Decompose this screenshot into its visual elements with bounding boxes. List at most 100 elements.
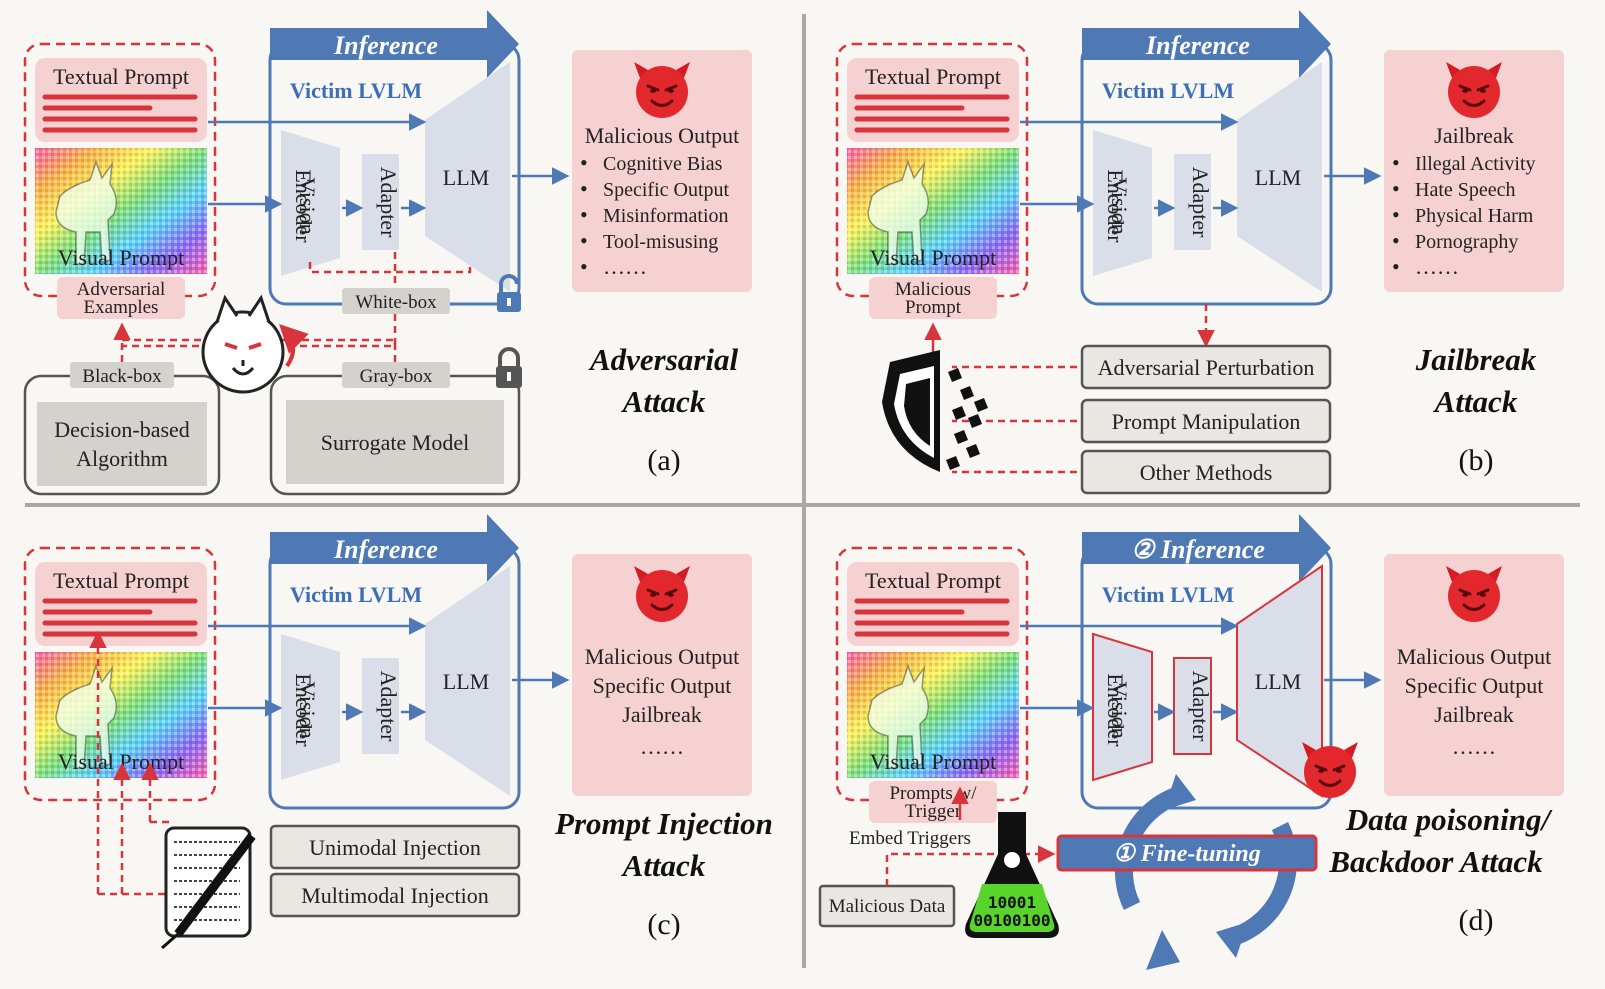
- inference-arrow: [270, 514, 519, 582]
- output-item: Tool-misusing: [603, 231, 718, 253]
- panel-id-label: (a): [647, 444, 680, 477]
- textual-prompt-label: Textual Prompt: [53, 64, 189, 89]
- fine-tuning-label: ① Fine-tuning: [1113, 841, 1261, 867]
- prompt-group-border: [835, 546, 1029, 802]
- attacker-swap-arrow: [279, 324, 309, 368]
- cycle-arrows-icon: [1114, 774, 1298, 970]
- adapter-label: Adapter: [1188, 671, 1213, 743]
- inference-label: Inference: [1145, 31, 1250, 60]
- output-box: [572, 50, 752, 292]
- white-box-label: White-box: [355, 292, 437, 313]
- adapter-label: Adapter: [1188, 167, 1213, 239]
- panel-id-label: (b): [1459, 444, 1494, 477]
- inference-arrow: [270, 10, 519, 78]
- output-line: Jailbreak: [622, 702, 701, 727]
- output-item: Illegal Activity: [1415, 153, 1536, 175]
- llm-label: LLM: [443, 669, 489, 694]
- inference-label: Inference: [333, 535, 438, 564]
- visual-prompt-image: [35, 652, 207, 778]
- syringe-code-scroll-icon: [161, 826, 256, 950]
- output-item: Hate Speech: [1415, 179, 1516, 201]
- output-line: Jailbreak: [1434, 702, 1513, 727]
- llm-label: LLM: [443, 165, 489, 190]
- output-item: Physical Harm: [1415, 205, 1534, 227]
- prompt-tag-line1: Malicious: [895, 279, 971, 300]
- vision-encoder-block: [1093, 130, 1152, 276]
- output-item: Misinformation: [603, 205, 729, 227]
- black-box-label: Black-box: [82, 366, 162, 387]
- white-box-access-line: [308, 262, 472, 274]
- panel-id-label: (c): [647, 908, 680, 941]
- vision-encoder-block: [1092, 632, 1153, 782]
- vision-encoder-label-2: Encoder: [1103, 673, 1128, 747]
- prompt-tag-line1: Adversarial: [77, 279, 166, 300]
- panel-title-line2: Attack: [1433, 384, 1518, 419]
- broken-shield-icon: [882, 350, 988, 472]
- surrogate-model-box: [286, 400, 504, 484]
- panel-title-line2: Backdoor Attack: [1328, 844, 1543, 879]
- vision-encoder-block: [281, 130, 340, 276]
- output-ellipsis: ……: [1415, 254, 1459, 279]
- vision-encoder-label-1: Vision: [295, 681, 320, 738]
- gray-box-tag: [342, 362, 450, 388]
- output-ellipsis: ……: [603, 254, 647, 279]
- output-line: Malicious Output: [585, 644, 740, 669]
- prompt-group-border: [23, 546, 217, 802]
- llm-block: [425, 62, 510, 292]
- output-bullet: •: [580, 202, 588, 227]
- inference-arrow: [1082, 514, 1331, 582]
- embed-triggers-label: Embed Triggers: [849, 828, 971, 849]
- prompt-tag-line2: Examples: [84, 297, 159, 318]
- output-item: Pornography: [1415, 231, 1518, 253]
- vision-encoder-label-1: Vision: [295, 177, 320, 234]
- inference-label: ② Inference: [1131, 535, 1265, 564]
- llm-label: LLM: [1255, 165, 1301, 190]
- injection-label: Multimodal Injection: [301, 883, 489, 908]
- prompt-tag-box: [57, 277, 185, 319]
- method-box: [1080, 398, 1332, 444]
- output-box: [572, 554, 752, 796]
- llm-block: [425, 566, 510, 796]
- output-line: Malicious Output: [1397, 644, 1552, 669]
- inference-label: Inference: [333, 31, 438, 60]
- method-box: [1080, 344, 1332, 390]
- visual-prompt-image: [847, 148, 1019, 274]
- adapter-block: [1174, 154, 1211, 250]
- fine-tuning-bar: [1056, 834, 1318, 872]
- method-label: Prompt Manipulation: [1112, 409, 1301, 434]
- prompt-group-border: [835, 42, 1029, 298]
- flask-binary-line2: 00100100: [973, 911, 1050, 930]
- victim-lvlm-label: Victim LVLM: [1102, 78, 1234, 103]
- output-item: Cognitive Bias: [603, 153, 723, 175]
- victim-lvlm-label: Victim LVLM: [290, 582, 422, 607]
- adapter-label: Adapter: [376, 167, 401, 239]
- method-label: Adversarial Perturbation: [1098, 355, 1315, 380]
- textual-prompt-label: Textual Prompt: [865, 64, 1001, 89]
- prompt-tag-line2: Trigger: [905, 801, 962, 822]
- output-ellipsis: ……: [640, 734, 684, 759]
- panel-title-line2: Attack: [621, 848, 706, 883]
- vision-encoder-label-1: Vision: [1107, 177, 1132, 234]
- output-line: Specific Output: [593, 673, 732, 698]
- black-box-tag: [70, 362, 174, 388]
- output-bullet: •: [580, 150, 588, 175]
- panel-title-line2: Attack: [621, 384, 706, 419]
- surrogate-model-label: Surrogate Model: [321, 430, 469, 455]
- vision-encoder-label-2: Encoder: [1103, 169, 1128, 243]
- method-label: Other Methods: [1140, 460, 1273, 485]
- vision-encoder-block: [281, 634, 340, 780]
- panel-title-line1: Data poisoning/: [1345, 802, 1553, 837]
- panel-title-line1: Prompt Injection: [554, 806, 773, 841]
- vision-encoder-label-2: Encoder: [291, 673, 316, 747]
- output-bullet: •: [1392, 228, 1400, 253]
- visual-prompt-label: Visual Prompt: [870, 749, 996, 774]
- decision-algorithm-box: [37, 402, 207, 486]
- flask-binary-line1: 10001: [988, 893, 1036, 912]
- output-item: Specific Output: [603, 179, 730, 201]
- decision-algorithm-line1: Decision-based: [54, 417, 190, 442]
- vision-encoder-label-2: Encoder: [291, 169, 316, 243]
